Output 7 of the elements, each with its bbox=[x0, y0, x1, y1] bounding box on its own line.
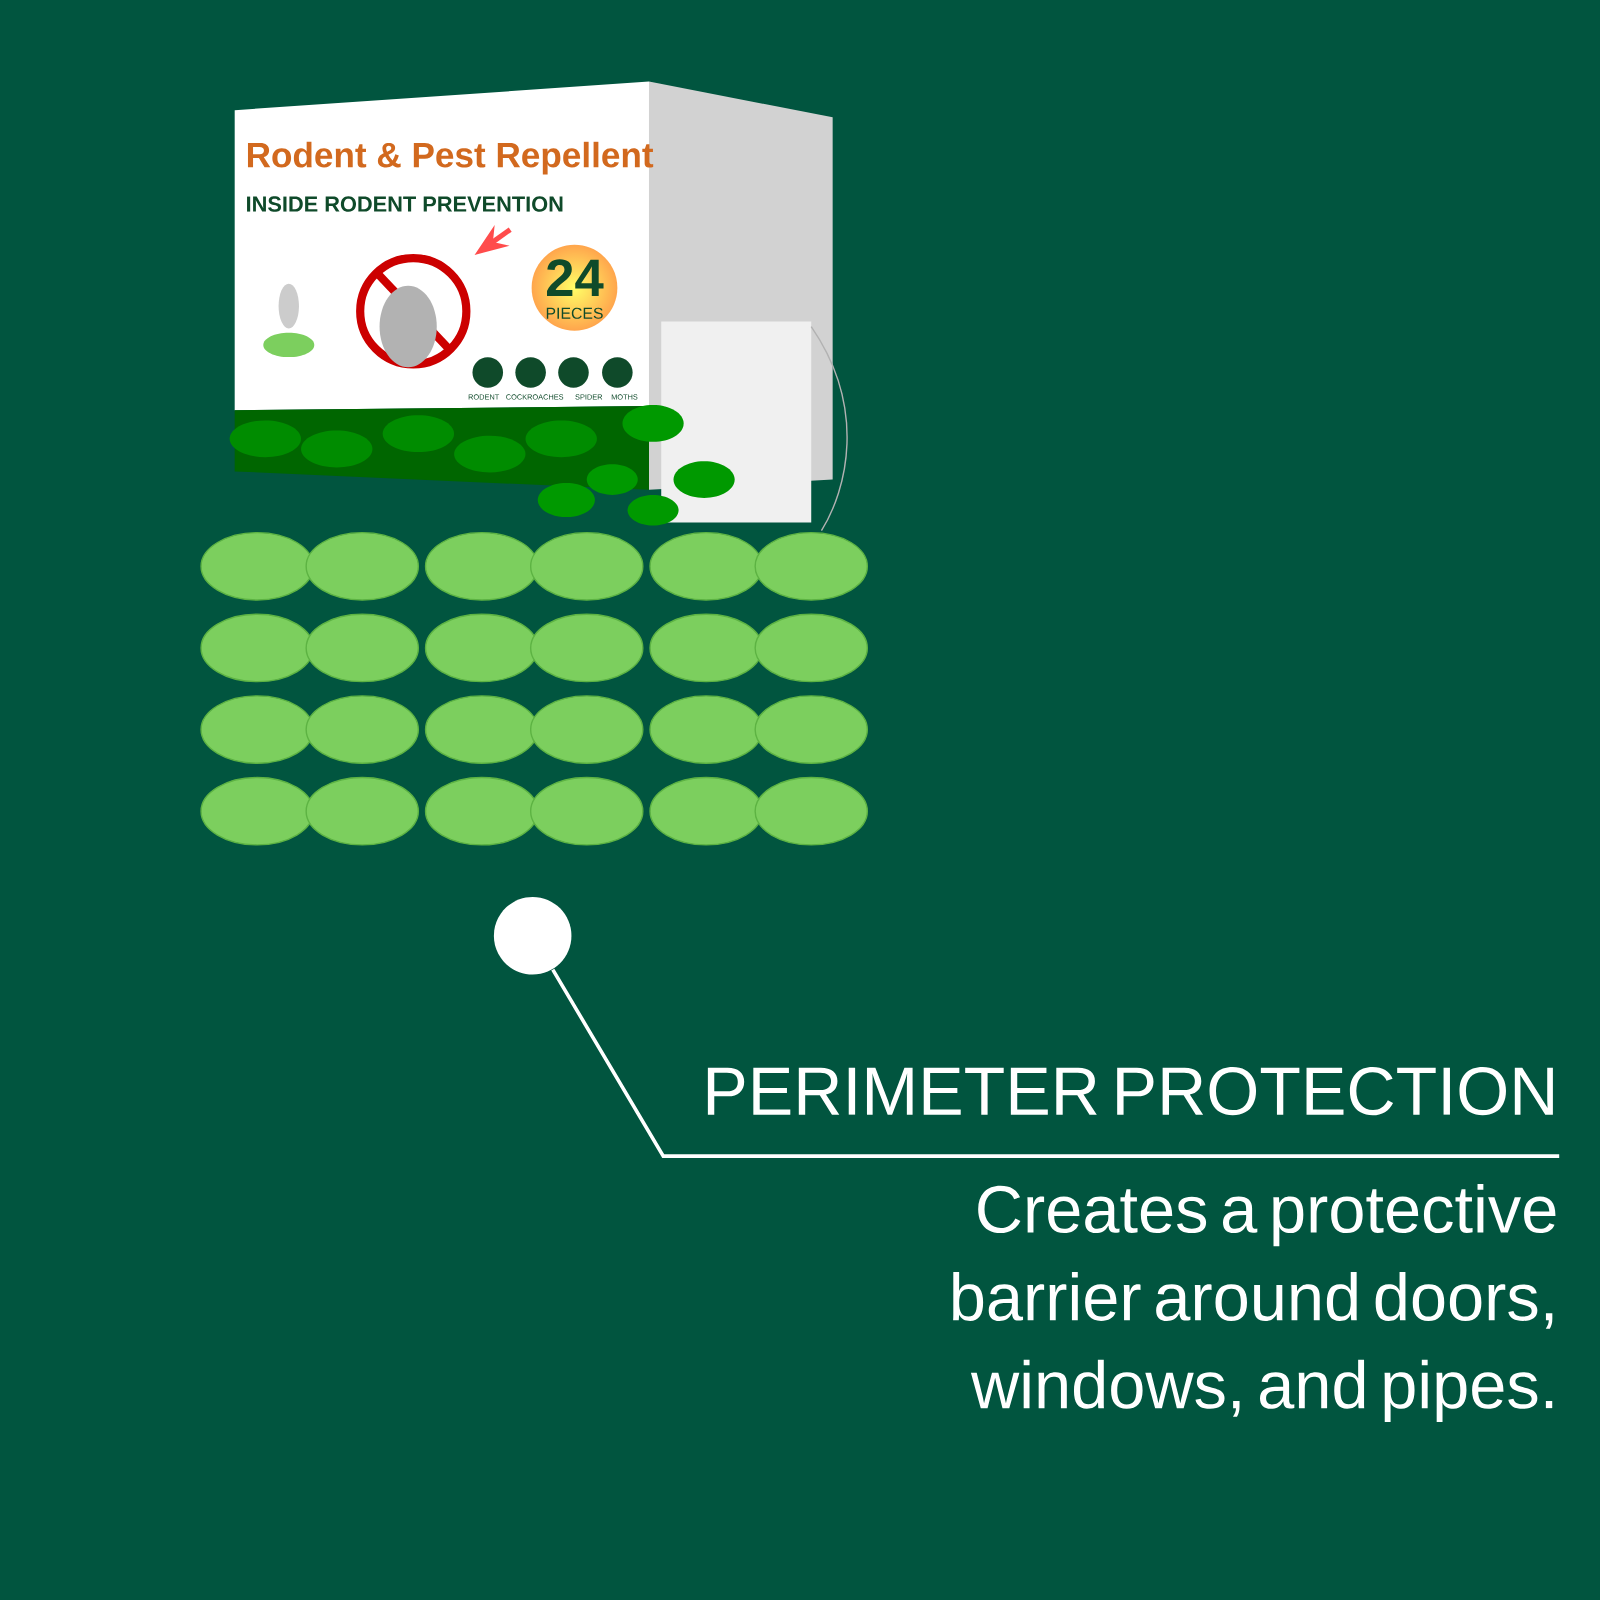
package-text: INSIDE RODENT PREVENTION bbox=[247, 196, 563, 212]
badge-number: 24 bbox=[547, 259, 604, 296]
marker-dot bbox=[493, 896, 572, 975]
leader-line bbox=[551, 968, 1560, 1158]
badge-text: PIECES bbox=[546, 307, 603, 319]
feature-text: PERIMETER PROTECTION Creates a protective barrier around doors, windows, and pipes. bbox=[707, 1067, 1556, 1422]
package-title: Rodent & Pest Repellent bbox=[247, 141, 654, 175]
